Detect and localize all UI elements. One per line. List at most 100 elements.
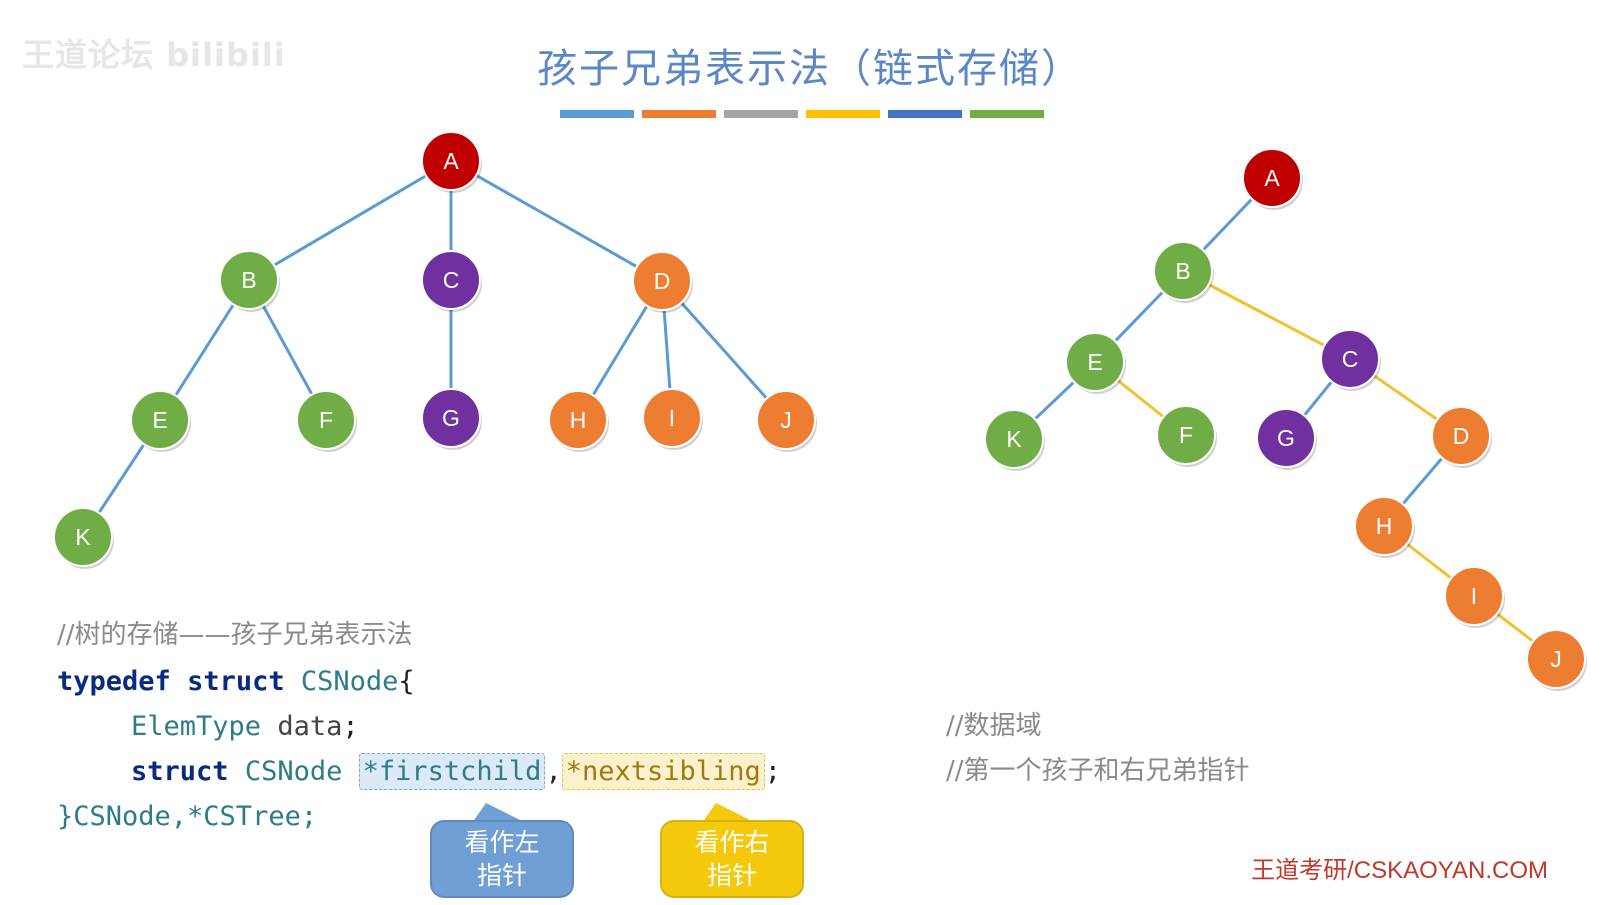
- node-circle: [421, 388, 481, 448]
- node-label: E: [152, 407, 167, 433]
- title-bar-4: [806, 110, 880, 118]
- open-brace: {: [398, 666, 415, 697]
- node-label: G: [442, 405, 460, 431]
- sibling-edge-B-C: [1182, 269, 1351, 361]
- node-circle: [1320, 329, 1380, 389]
- node-circle: [296, 390, 356, 450]
- semicolon: ;: [342, 711, 359, 742]
- node-circle: [421, 131, 481, 191]
- keyword-struct: struct: [131, 756, 229, 787]
- node-circle: [53, 507, 113, 567]
- field-firstchild-highlight: *firstchild: [358, 753, 546, 790]
- tree-node-h: H: [1354, 496, 1415, 558]
- node-circle: [421, 250, 481, 310]
- tree-node-i: I: [1444, 566, 1505, 628]
- watermark-logo: 王道论坛 bilibili: [22, 36, 286, 74]
- node-label: K: [75, 524, 91, 550]
- tree-node-e: E: [1065, 332, 1126, 394]
- type-csnode: CSNode: [300, 666, 399, 697]
- node-circle: [1242, 148, 1302, 208]
- code-line-4: }CSNode,*CSTree;: [57, 801, 318, 832]
- node-label: D: [654, 268, 671, 294]
- tree-node-b: B: [1153, 241, 1214, 303]
- node-label: B: [1175, 258, 1190, 284]
- callout-left-pointer: 看作左 指针: [430, 820, 574, 898]
- type-csnode: CSNode: [244, 756, 343, 787]
- node-circle: [1065, 332, 1125, 392]
- node-label: D: [1453, 423, 1470, 449]
- node-label: K: [1006, 426, 1022, 452]
- tree-node-f: F: [296, 390, 357, 452]
- title-bar-1: [560, 110, 634, 118]
- tree-node-c: C: [1320, 329, 1381, 391]
- callout-tail-right: [702, 803, 756, 823]
- node-circle: [130, 390, 190, 450]
- node-label: A: [1264, 165, 1280, 191]
- node-circle: [1256, 408, 1316, 468]
- title-bar-5: [888, 110, 962, 118]
- keyword-typedef: typedef: [57, 666, 171, 697]
- node-label: F: [319, 407, 333, 433]
- field-nextsibling-highlight: *nextsibling: [561, 753, 765, 790]
- callout-left-line1: 看作左: [464, 828, 540, 857]
- slide-title: 孩子兄弟表示法（链式存储）: [537, 46, 1083, 92]
- node-circle: [756, 390, 816, 450]
- code-comment-pointers: //第一个孩子和右兄弟指针: [946, 756, 1250, 786]
- node-label: J: [1550, 646, 1562, 672]
- node-label: C: [443, 267, 460, 293]
- field-data: data: [277, 711, 343, 742]
- title-bar-6: [970, 110, 1044, 118]
- node-circle: [1526, 629, 1586, 689]
- node-circle: [1153, 241, 1213, 301]
- node-circle: [1156, 405, 1216, 465]
- tree-node-a: A: [421, 131, 482, 193]
- node-label: H: [570, 407, 587, 433]
- keyword-struct: struct: [187, 666, 285, 697]
- tree-node-g: G: [421, 388, 482, 450]
- tree-node-a: A: [1242, 148, 1303, 210]
- tree-node-j: J: [1526, 629, 1587, 691]
- node-circle: [984, 409, 1044, 469]
- node-circle: [642, 388, 702, 448]
- tree-node-k: K: [984, 409, 1045, 471]
- node-label: J: [780, 407, 792, 433]
- type-elemtype: ElemType: [131, 711, 262, 742]
- node-circle: [219, 250, 279, 310]
- footer-brand: 王道考研/CSKAOYAN.COM: [1251, 857, 1548, 884]
- code-line-3: struct CSNode *firstchild,*nextsibling;: [131, 753, 782, 790]
- tree-node-e: E: [130, 390, 191, 452]
- code-comment-title: //树的存储——孩子兄弟表示法: [57, 620, 413, 650]
- title-bar-2: [642, 110, 716, 118]
- node-circle: [1444, 566, 1504, 626]
- node-circle: [548, 390, 608, 450]
- title-bar-3: [724, 110, 798, 118]
- tree-node-c: C: [421, 250, 482, 312]
- node-label: I: [669, 405, 675, 431]
- node-label: I: [1471, 583, 1477, 609]
- comma: ,: [545, 756, 562, 787]
- callout-tail-left: [472, 803, 526, 823]
- code-line-2: ElemType data;: [131, 713, 359, 740]
- code-comment-data-field: //数据域: [946, 711, 1042, 741]
- tree-node-b: B: [219, 250, 280, 312]
- tree-node-g: G: [1256, 408, 1317, 470]
- tree-node-d: D: [632, 251, 693, 313]
- node-circle: [1354, 496, 1414, 556]
- node-label: E: [1087, 349, 1102, 375]
- semicolon: ;: [764, 756, 782, 787]
- tree-node-j: J: [756, 390, 817, 452]
- tree-node-i: I: [642, 388, 703, 450]
- tree-node-f: F: [1156, 405, 1217, 467]
- tree-edge-A-D: [450, 159, 663, 283]
- node-label: B: [241, 267, 256, 293]
- code-line-1: typedef struct CSNode{: [57, 668, 415, 695]
- node-label: H: [1376, 513, 1393, 539]
- callout-left-line2: 指针: [476, 861, 527, 890]
- node-circle: [1431, 406, 1491, 466]
- node-label: F: [1179, 422, 1193, 448]
- tree-node-k: K: [53, 507, 114, 569]
- tree-edge-D-J: [660, 280, 788, 421]
